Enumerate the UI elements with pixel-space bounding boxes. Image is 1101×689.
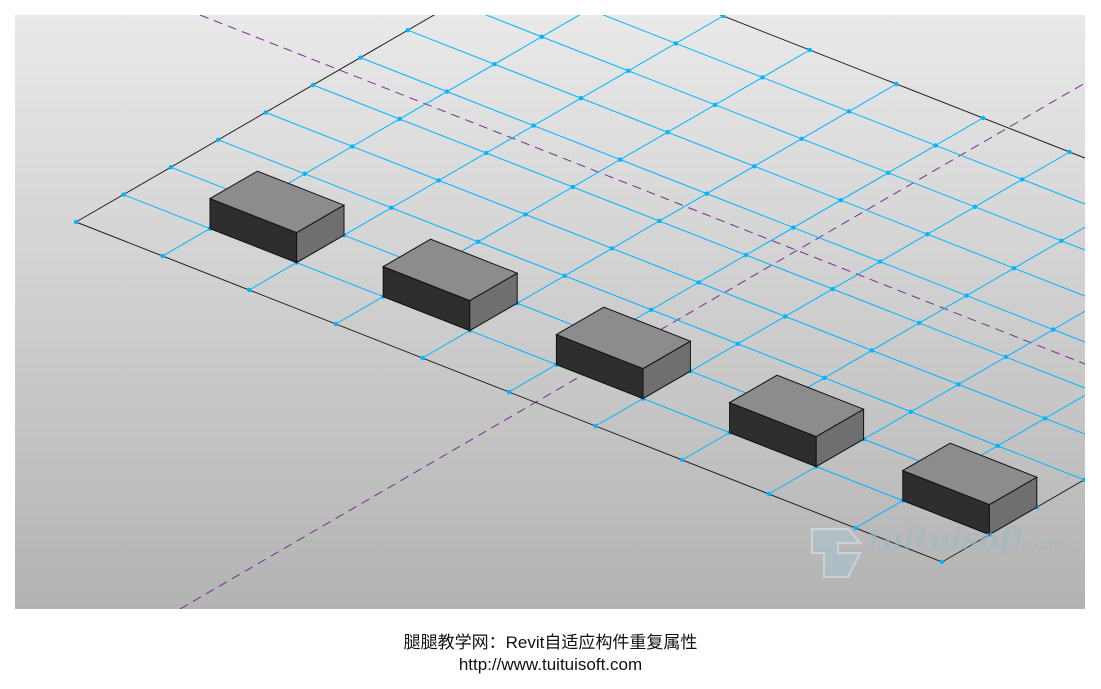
reference-plane-line [199,15,1085,365]
grid-point [735,341,740,346]
grid-point [956,382,961,387]
grid-point [216,137,221,142]
watermark-logo-icon [811,528,863,578]
grid-point [618,157,623,162]
grid-point [593,423,598,429]
grid-point [853,525,858,531]
grid-point [783,314,788,319]
grid-point [73,219,79,225]
grid-point [358,55,363,60]
grid-point [1059,238,1064,243]
grid-point [743,252,749,258]
box-top-face [555,306,692,370]
grid-point [886,170,891,175]
reference-plane-line [179,82,1085,609]
grid-point [397,116,402,122]
grid-point [302,171,307,176]
grid-point [760,75,765,80]
grid-point [160,253,165,259]
watermark-suffix: .com [1029,536,1068,553]
3d-scene [15,15,1085,609]
grid-point [712,102,718,108]
grid-point [1082,477,1085,482]
grid-point [475,239,481,244]
boundary-outline [74,15,1085,563]
grid-point [822,375,827,380]
grid-point [1067,149,1072,155]
box-top-face [208,170,346,234]
grid-point [939,559,945,565]
grid-point [578,96,584,101]
grid-point [1020,177,1025,182]
grid-point [830,286,835,292]
grid-point [894,81,899,87]
grid-point [121,192,126,197]
box-top-face [728,374,865,438]
grid-point [531,123,536,128]
grid-point [247,287,252,293]
grid-point [168,165,173,170]
grid-point [995,443,1000,448]
grid-point [570,184,575,190]
box-top-face [901,442,1038,506]
grid-point [626,68,631,74]
grid-point [657,218,662,224]
grid-point [696,280,701,285]
grid-point [263,110,268,115]
grid-point [405,28,410,33]
grid-point [420,355,425,361]
grid-point [609,246,615,251]
grid-point [1051,327,1056,332]
caption-title: 腿腿教学网：Revit自适应构件重复属性 [403,633,698,652]
viewport-background [15,15,1085,609]
grid-point [721,15,726,19]
grid-point [766,491,771,497]
grid-point [807,47,812,53]
grid-point [1011,266,1017,271]
grid-point [925,232,930,237]
revit-3d-viewport[interactable] [15,15,1085,609]
grid-point [980,115,986,121]
box-top-face [382,238,519,302]
grid-point [908,409,914,414]
watermark-logo: tuituisoft .com [808,522,1067,582]
grid-point [389,205,394,210]
grid-point [665,130,670,135]
grid-point [310,82,316,88]
grid-point [964,293,969,298]
caption-url[interactable]: http://www.tuituisoft.com [458,655,643,674]
grid-point [933,143,938,148]
grid-point [917,320,922,326]
grid-point [1003,354,1008,360]
grid-point [791,225,796,230]
grid-point [484,150,489,156]
grid-point [436,178,441,183]
grid-point [444,89,450,94]
grid-point [846,109,852,114]
grid-point [680,457,685,463]
grid-point [799,136,804,141]
grid-point [350,144,355,149]
grid-point [704,191,709,196]
grid-point [506,389,512,395]
grid-point [838,198,843,203]
grid-point [869,348,874,353]
grid-point [673,41,678,46]
grid-point [492,61,497,67]
grid-point [539,34,544,39]
grid-point [333,321,338,327]
grid-point [877,259,883,264]
grid-point [562,273,567,278]
grid-point [523,212,528,217]
watermark-text: tuituisoft [868,522,1026,557]
grid-point [752,164,757,169]
grid-point [1042,416,1048,421]
grid-point [972,204,977,209]
grid-point [649,307,654,312]
